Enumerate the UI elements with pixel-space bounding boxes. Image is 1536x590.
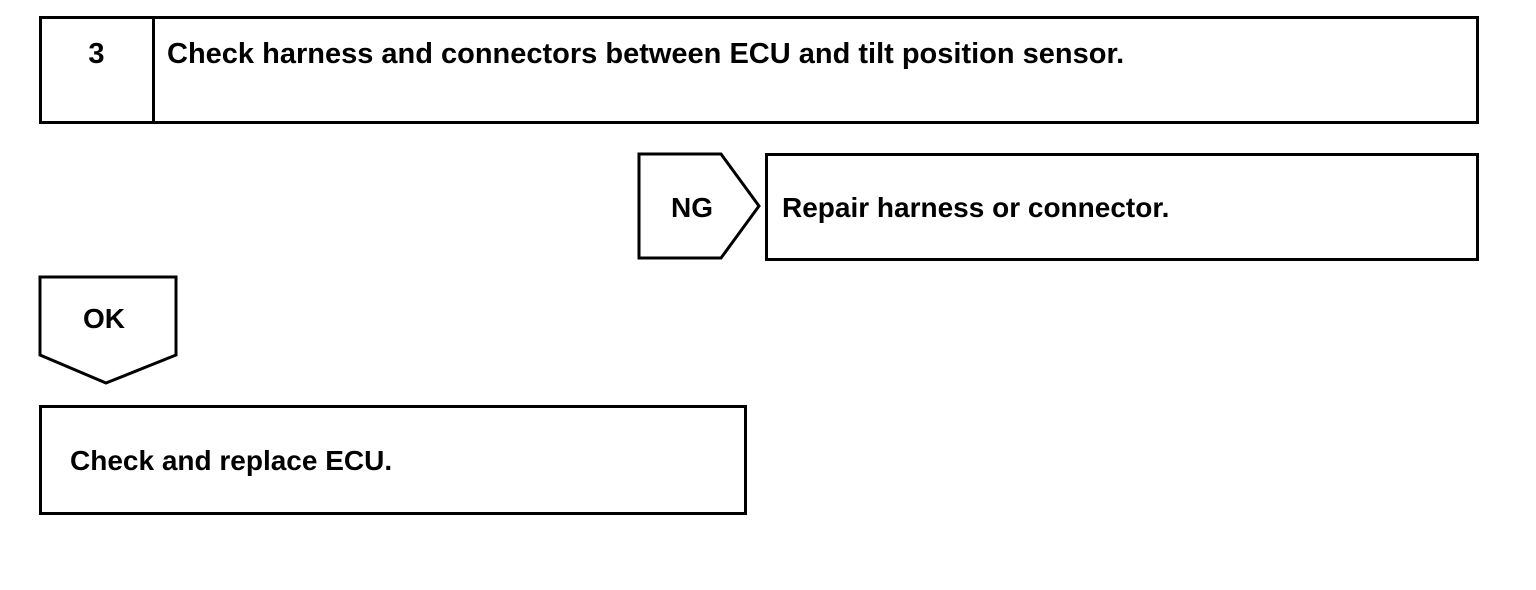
ok-action-box bbox=[39, 405, 747, 515]
ng-action-box bbox=[765, 153, 1479, 261]
ng-action-text: Repair harness or connector. bbox=[782, 192, 1170, 223]
step-title: Check harness and connectors between ECU… bbox=[167, 38, 1125, 70]
step-number: 3 bbox=[88, 38, 105, 70]
ng-arrow-shape bbox=[637, 152, 761, 260]
ng-label: NG bbox=[671, 192, 713, 223]
ok-action-text: Check and replace ECU. bbox=[70, 445, 393, 476]
ok-label: OK bbox=[83, 303, 125, 334]
step-box bbox=[39, 16, 1479, 124]
step-number-divider bbox=[152, 16, 155, 124]
ok-arrow-shape bbox=[38, 275, 178, 385]
